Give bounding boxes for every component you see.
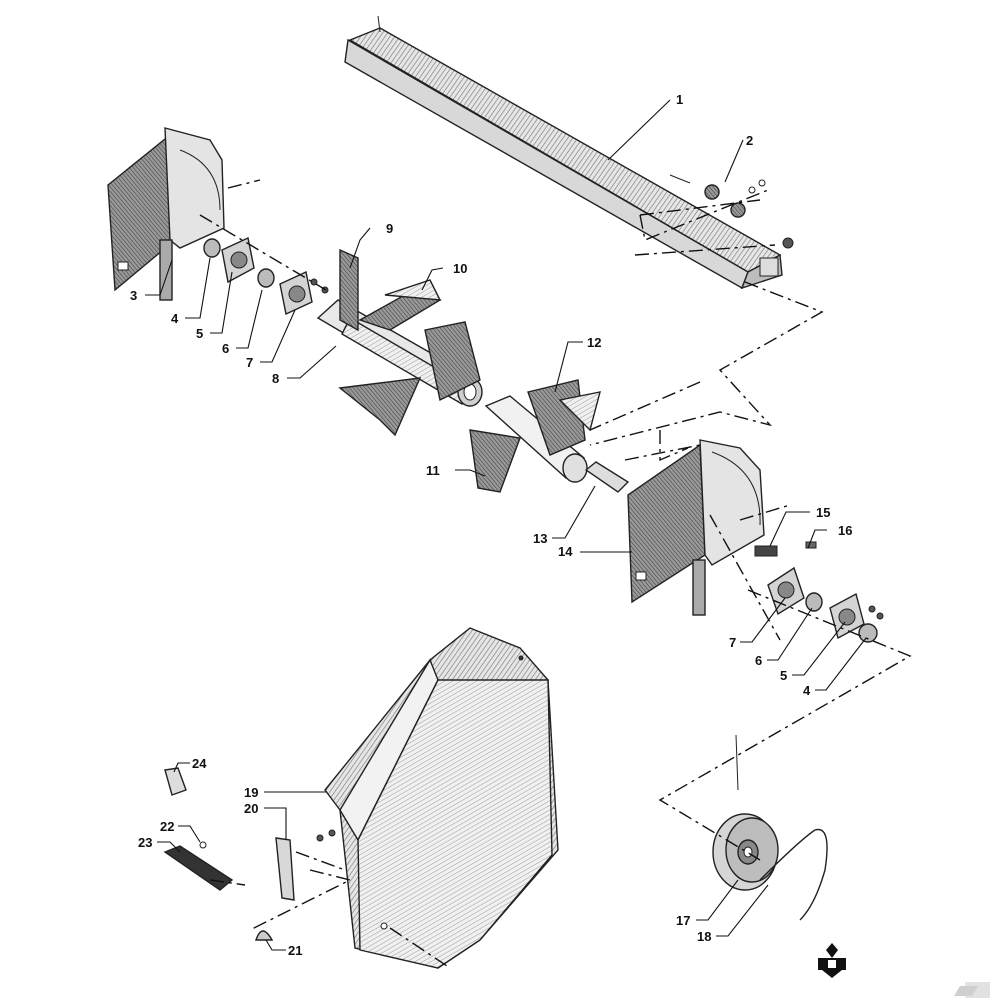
bracket-parts-group	[163, 767, 336, 941]
callout-24: 24	[192, 756, 207, 771]
callout-6-right: 6	[755, 653, 762, 668]
callout-22: 22	[160, 819, 174, 834]
assembly-lines	[199, 179, 912, 969]
callout-20: 20	[244, 801, 258, 816]
callout-4-right: 4	[803, 683, 811, 698]
callout-18: 18	[697, 929, 711, 944]
right-side-plate-part	[627, 439, 778, 616]
callout-5-right: 5	[780, 668, 787, 683]
callout-14: 14	[558, 544, 573, 559]
callout-10: 10	[453, 261, 467, 276]
left-side-plate-part	[107, 127, 225, 301]
left-bearing-group-part	[203, 236, 329, 316]
leader-lines	[145, 99, 867, 951]
callout-2: 2	[746, 133, 753, 148]
callout-21: 21	[288, 943, 302, 958]
callout-7-left: 7	[246, 355, 253, 370]
belt-guard-cover-part	[324, 627, 559, 969]
callout-4-left: 4	[171, 311, 179, 326]
callout-5-left: 5	[196, 326, 203, 341]
callout-15: 15	[816, 505, 830, 520]
callout-17: 17	[676, 913, 690, 928]
callout-11: 11	[426, 463, 440, 478]
callout-9: 9	[386, 221, 393, 236]
spring-clip-part	[669, 174, 794, 249]
callout-7-right: 7	[729, 635, 736, 650]
brand-logo-icon	[818, 943, 846, 978]
k-logo-icon	[954, 982, 990, 998]
callout-19: 19	[244, 785, 258, 800]
callout-23: 23	[138, 835, 152, 850]
pulley-and-belt-part	[712, 734, 828, 921]
top-channel-part	[344, 15, 783, 290]
callout-8: 8	[272, 371, 279, 386]
callout-labels: 1 2 3 4 5 6 7 8 9 10 11 12 13 14 15 16 7…	[130, 92, 852, 958]
callout-3: 3	[130, 288, 137, 303]
callout-16: 16	[838, 523, 852, 538]
callout-6-left: 6	[222, 341, 229, 356]
right-bearing-group-part	[767, 541, 884, 643]
paddle-blade-part	[338, 248, 601, 493]
callout-13: 13	[533, 531, 547, 546]
callout-12: 12	[587, 335, 601, 350]
callout-1: 1	[676, 92, 683, 107]
